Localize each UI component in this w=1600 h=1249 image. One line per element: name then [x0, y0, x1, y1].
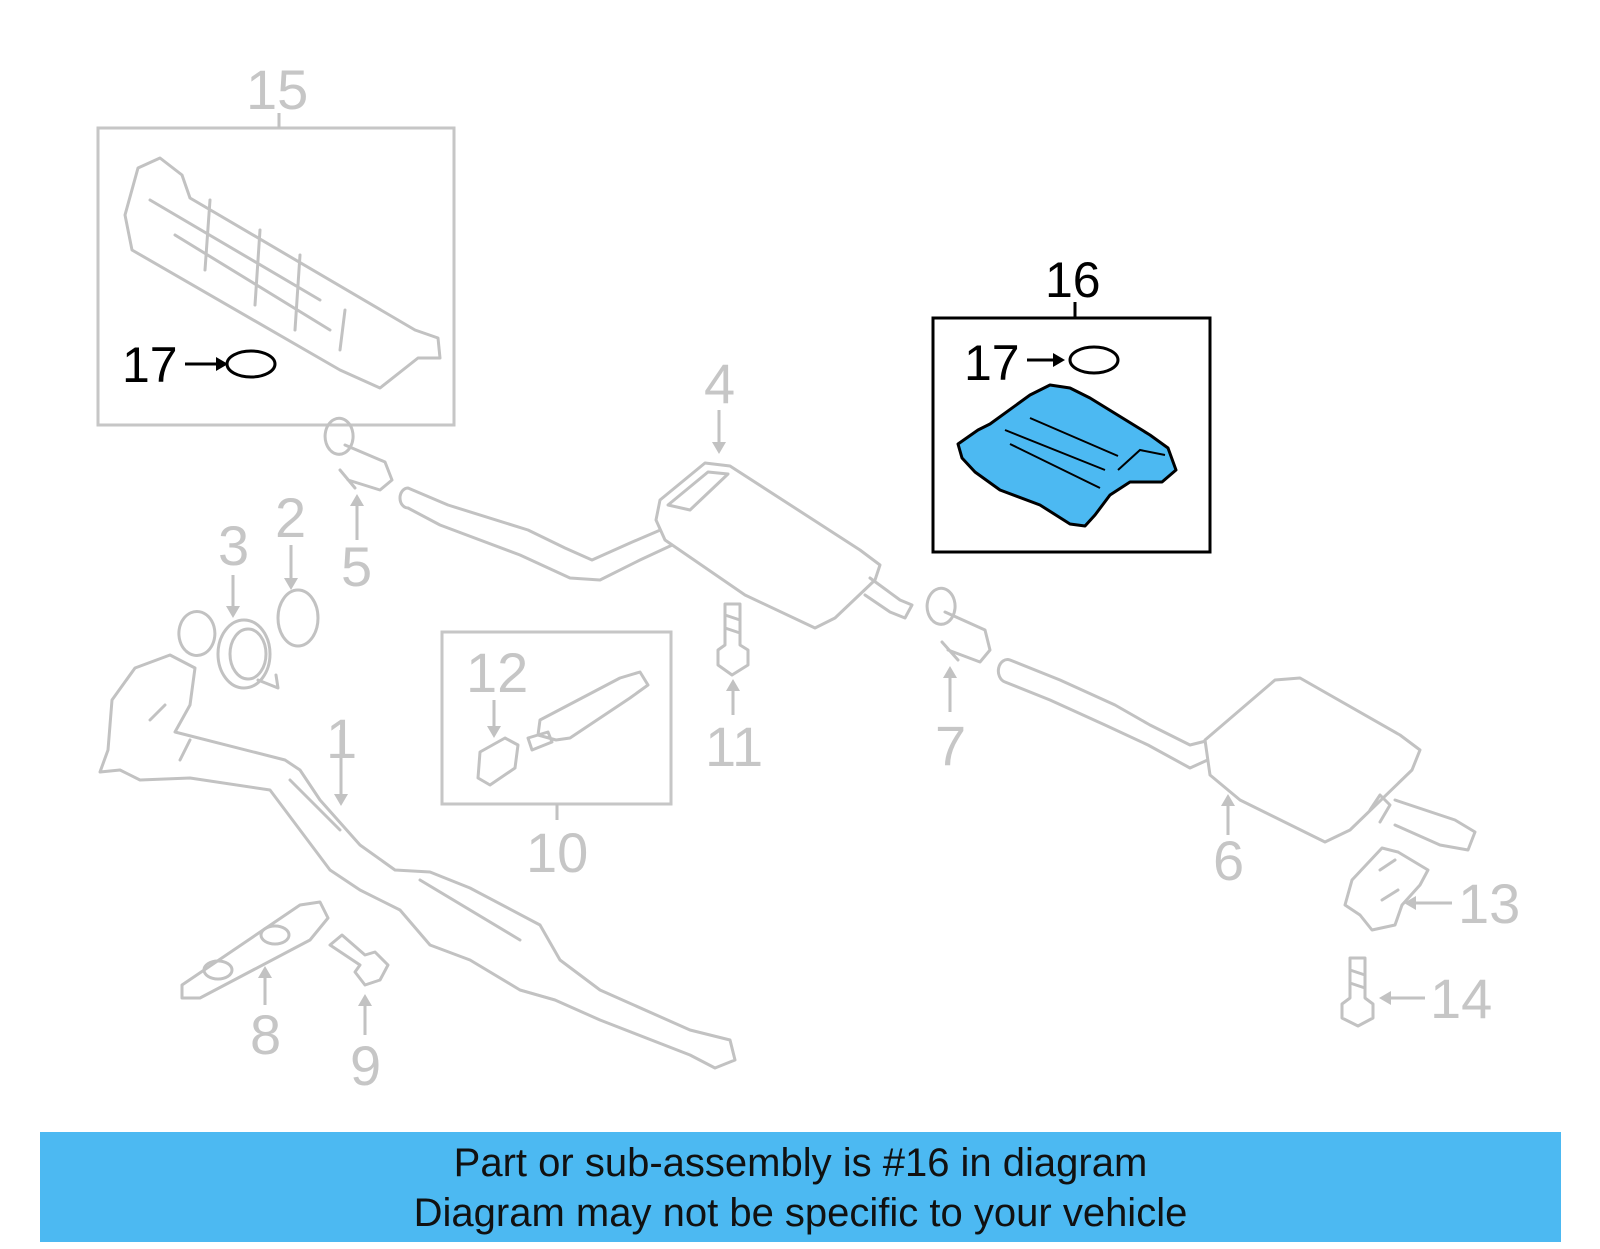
hanger-12-shape: [476, 736, 520, 787]
callout-12: 12: [466, 641, 528, 704]
gasket-8-shape: [180, 900, 330, 1000]
callout-17-left: 17: [122, 337, 178, 393]
part-16-box: [931, 316, 1212, 554]
resonator-shape: [654, 461, 882, 630]
info-banner: Part or sub-assembly is #16 in diagram D…: [40, 1132, 1561, 1242]
banner-line-part-number: Part or sub-assembly is #16 in diagram: [453, 1141, 1148, 1185]
callout-17-right: 17: [964, 335, 1020, 391]
gasket-2-shape: [276, 588, 320, 648]
part-4-group[interactable]: 4: [398, 352, 914, 630]
callout-3: 3: [218, 514, 249, 577]
part-13-group[interactable]: 13: [1343, 846, 1520, 935]
part-15-box: [96, 126, 456, 427]
clamp-7-shape: [925, 586, 992, 664]
banner-line-disclaimer: Diagram may not be specific to your vehi…: [413, 1191, 1188, 1235]
callout-2: 2: [275, 486, 306, 549]
bolt-14-shape: [1340, 956, 1375, 1028]
front-pipe-shape: [98, 610, 737, 1070]
seal-17-left: [225, 349, 277, 379]
part-15-group[interactable]: 15 17: [96, 58, 456, 427]
part-10-group[interactable]: 10 12: [440, 630, 673, 884]
callout-5: 5: [341, 535, 372, 598]
bolt-11-shape: [716, 602, 750, 677]
callout-1: 1: [326, 707, 357, 770]
callout-10: 10: [526, 821, 588, 884]
bolt-9-shape: [328, 933, 390, 987]
exhaust-parts-diagram: 15 17 16 17 1 3 2: [96, 58, 1520, 1097]
heat-shield-front-shape: [123, 156, 442, 390]
callout-6: 6: [1213, 829, 1244, 892]
callout-16: 16: [1045, 252, 1101, 308]
part-5-group[interactable]: 5: [323, 416, 394, 598]
part-7-group[interactable]: 7: [925, 586, 992, 777]
callout-13: 13: [1458, 872, 1520, 935]
callout-15: 15: [246, 58, 308, 121]
part-3-group[interactable]: 3: [216, 514, 280, 690]
part-11-group[interactable]: 11: [705, 602, 763, 778]
part-14-group[interactable]: 14: [1340, 956, 1492, 1030]
callout-4: 4: [704, 352, 735, 415]
callout-11: 11: [705, 715, 763, 778]
part-9-group[interactable]: 9: [328, 933, 390, 1097]
hanger-13-shape: [1343, 846, 1430, 932]
callout-9: 9: [350, 1034, 381, 1097]
callout-14: 14: [1430, 967, 1492, 1030]
part-16-group[interactable]: 16 17: [931, 252, 1212, 554]
part-8-group[interactable]: 8: [180, 900, 330, 1066]
rear-pipe-shape: [996, 658, 1214, 770]
part-2-group[interactable]: 2: [275, 486, 320, 648]
bracket-10-shape: [526, 670, 650, 752]
part-6-group[interactable]: 6: [996, 658, 1477, 892]
clamp-5-shape: [323, 416, 394, 492]
part-1-group[interactable]: 1: [98, 610, 737, 1070]
clamp-3-shape: [216, 618, 272, 690]
center-pipe-shape: [398, 486, 685, 582]
muffler-shape: [1203, 676, 1422, 844]
callout-7: 7: [935, 714, 966, 777]
callout-8: 8: [250, 1003, 281, 1066]
seal-17-right: [1068, 345, 1120, 375]
